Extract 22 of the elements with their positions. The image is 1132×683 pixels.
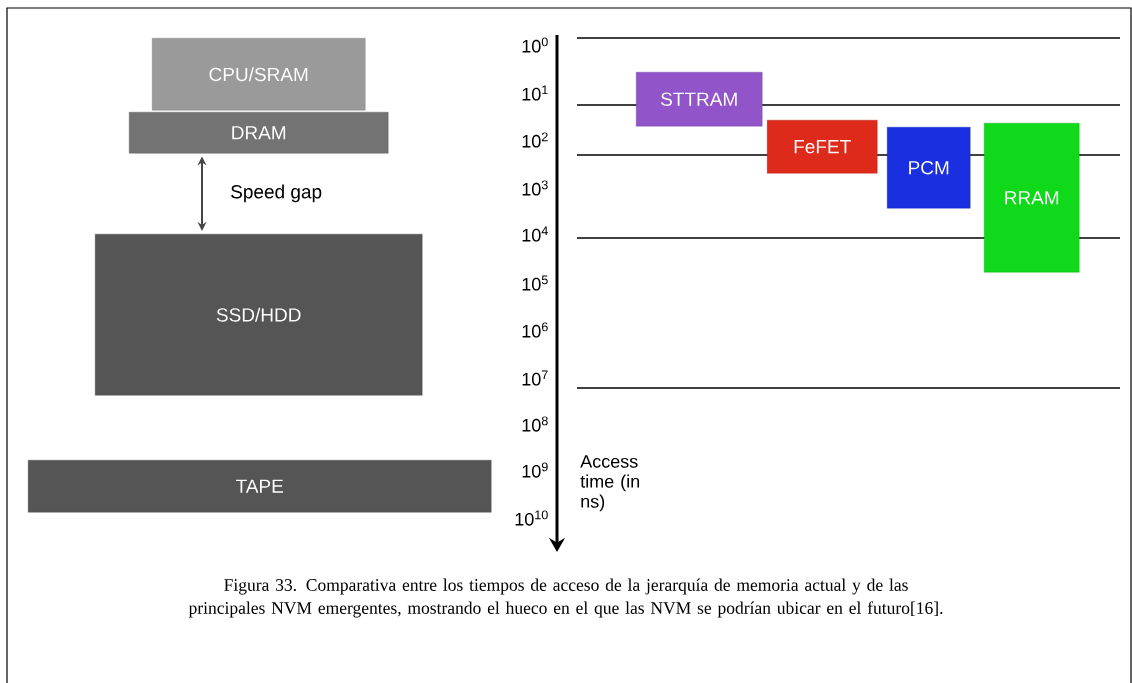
tick-label: 10$^{4}$ (522, 226, 548, 242)
tick-label: 10$^{10}$ (515, 510, 548, 526)
memory-block: DRAM (129, 112, 389, 154)
tick-label: 10$^{2}$ (522, 132, 548, 148)
technology-box: STTRAM (636, 72, 763, 127)
tick-label: 10$^{9}$ (522, 462, 548, 478)
technology-box: PCM (887, 127, 971, 209)
tick-label: 10$^{0}$ (522, 37, 548, 53)
memory-block: TAPE (28, 460, 492, 513)
tick-label: 10$^{5}$ (522, 275, 548, 291)
tick-label: 10$^{6}$ (522, 322, 548, 338)
tick-label: 10$^{1}$ (522, 85, 548, 101)
tick-label: 10$^{7}$ (522, 370, 548, 386)
axis-title: Access time (in ns) (580, 455, 640, 512)
tick-label: 10$^{3}$ (522, 180, 548, 196)
edge-label: Speed gap (229, 183, 324, 204)
tick-label: 10$^{8}$ (522, 416, 548, 432)
memory-block: CPU/SRAM (152, 38, 366, 111)
technology-box: RRAM (984, 123, 1080, 273)
memory-block: SSD/HDD (95, 234, 423, 396)
technology-box: FeFET (767, 120, 878, 174)
caption: Figura 33. Comparativa entre los tiempos de acceso de la jerarquía de memoria actual y de las principales NVM emergentes, mostrando el hueco en el que las NVM se podrían ubicar en el futuro[16]. (188, 578, 943, 618)
